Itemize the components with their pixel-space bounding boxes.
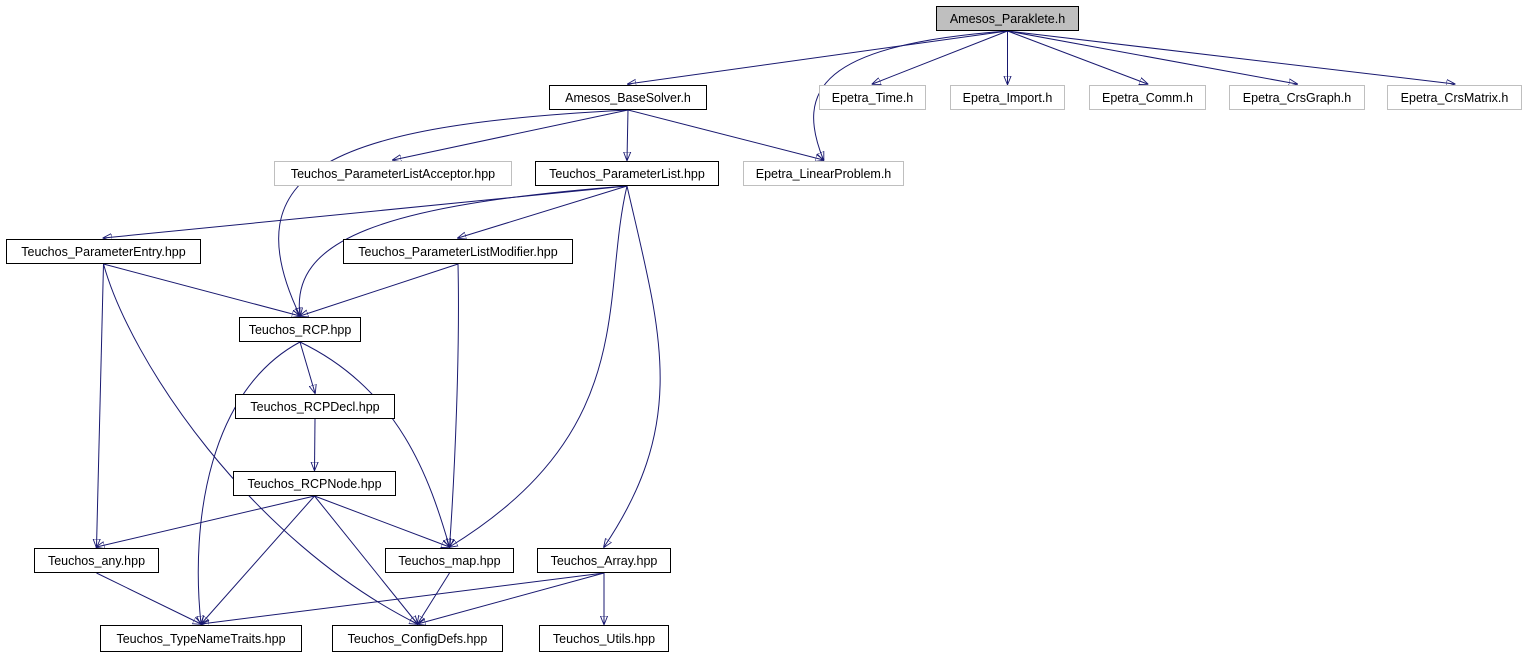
edge-teuchos-rcpdecl-to-teuchos-rcpnode	[315, 418, 316, 470]
edge-teuchos-parameterlist-to-teuchos-array	[604, 185, 661, 547]
edge-teuchos-rcp-to-teuchos-rcpdecl	[299, 341, 315, 393]
edge-teuchos-array-to-teuchos-typenametraits	[201, 572, 605, 624]
node-epetra-comm: Epetra_Comm.h	[1089, 85, 1206, 110]
node-teuchos-configdefs[interactable]: Teuchos_ConfigDefs.hpp	[332, 625, 503, 652]
edge-teuchos-rcpnode-to-teuchos-map	[314, 495, 450, 547]
edge-amesos-paraklete-to-epetra-crsgraph	[1007, 30, 1298, 84]
edge-teuchos-rcpnode-to-teuchos-configdefs	[314, 495, 418, 624]
node-teuchos-rcpnode[interactable]: Teuchos_RCPNode.hpp	[233, 471, 396, 496]
edge-teuchos-rcpnode-to-teuchos-typenametraits	[201, 495, 315, 624]
node-epetra-linearproblem: Epetra_LinearProblem.h	[743, 161, 904, 186]
edge-teuchos-rcp-to-teuchos-map	[299, 341, 450, 547]
node-teuchos-rcp[interactable]: Teuchos_RCP.hpp	[239, 317, 361, 342]
node-teuchos-typenametraits[interactable]: Teuchos_TypeNameTraits.hpp	[100, 625, 302, 652]
node-teuchos-map[interactable]: Teuchos_map.hpp	[385, 548, 514, 573]
edge-amesos-paraklete-to-epetra-comm	[1007, 30, 1148, 84]
edge-amesos-paraklete-to-amesos-basesolver	[628, 30, 1008, 84]
edge-amesos-paraklete-to-epetra-time	[873, 30, 1008, 84]
edge-teuchos-map-to-teuchos-configdefs	[418, 572, 450, 624]
edge-teuchos-parameterlist-to-teuchos-parameterlistmodifier	[458, 185, 628, 238]
edge-amesos-basesolver-to-epetra-linearproblem	[627, 109, 824, 160]
node-epetra-crsmatrix: Epetra_CrsMatrix.h	[1387, 85, 1522, 110]
edge-amesos-paraklete-to-epetra-crsmatrix	[1007, 30, 1455, 84]
node-amesos-paraklete: Amesos_Paraklete.h	[936, 6, 1079, 31]
edge-teuchos-parameterlist-to-teuchos-rcp	[299, 185, 628, 316]
edge-amesos-basesolver-to-teuchos-rcp	[278, 109, 629, 316]
edge-teuchos-parameterentry-to-teuchos-configdefs	[103, 263, 418, 624]
node-teuchos-parameterlist[interactable]: Teuchos_ParameterList.hpp	[535, 161, 719, 186]
edge-teuchos-any-to-teuchos-typenametraits	[96, 572, 202, 624]
node-epetra-crsgraph: Epetra_CrsGraph.h	[1229, 85, 1365, 110]
node-teuchos-parameterlistmodifier[interactable]: Teuchos_ParameterListModifier.hpp	[343, 239, 573, 264]
node-teuchos-array[interactable]: Teuchos_Array.hpp	[537, 548, 671, 573]
edge-teuchos-parameterlistmodifier-to-teuchos-rcp	[300, 263, 459, 316]
edge-teuchos-parameterentry-to-teuchos-rcp	[103, 263, 301, 316]
edge-amesos-basesolver-to-teuchos-parameterlistacceptor	[393, 109, 629, 160]
node-epetra-import: Epetra_Import.h	[950, 85, 1065, 110]
edge-teuchos-parameterlist-to-teuchos-map	[450, 185, 628, 547]
node-teuchos-rcpdecl[interactable]: Teuchos_RCPDecl.hpp	[235, 394, 395, 419]
edge-amesos-basesolver-to-teuchos-parameterlist	[627, 109, 628, 160]
node-teuchos-parameterentry[interactable]: Teuchos_ParameterEntry.hpp	[6, 239, 201, 264]
edge-teuchos-rcp-to-teuchos-typenametraits	[198, 341, 301, 624]
node-teuchos-any[interactable]: Teuchos_any.hpp	[34, 548, 159, 573]
node-teuchos-utils[interactable]: Teuchos_Utils.hpp	[539, 625, 669, 652]
edge-teuchos-rcpnode-to-teuchos-any	[97, 495, 315, 547]
edge-teuchos-parameterlistmodifier-to-teuchos-map	[450, 263, 459, 547]
node-amesos-basesolver[interactable]: Amesos_BaseSolver.h	[549, 85, 707, 110]
edge-teuchos-array-to-teuchos-configdefs	[418, 572, 605, 624]
node-teuchos-parameterlistacceptor: Teuchos_ParameterListAcceptor.hpp	[274, 161, 512, 186]
node-epetra-time: Epetra_Time.h	[819, 85, 926, 110]
edge-amesos-paraklete-to-epetra-linearproblem	[813, 30, 1008, 160]
edge-teuchos-parameterentry-to-teuchos-any	[97, 263, 104, 547]
